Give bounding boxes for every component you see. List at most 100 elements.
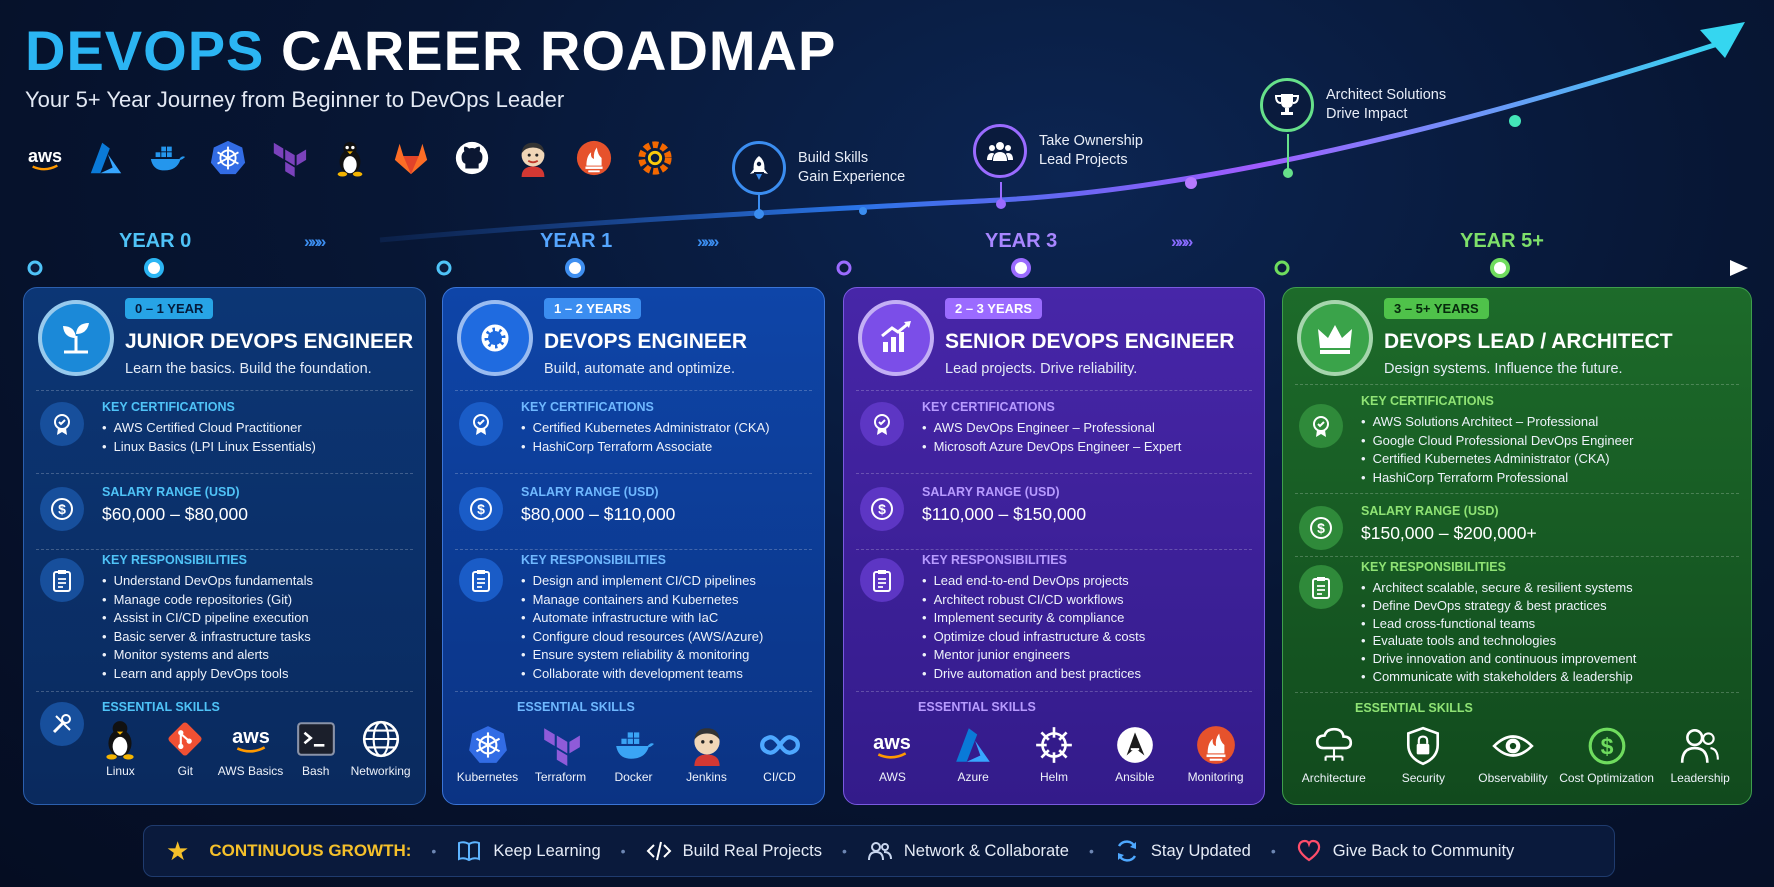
rocket-icon <box>750 156 768 180</box>
skill-architecture: Architecture <box>1290 725 1378 785</box>
code-icon <box>646 841 671 861</box>
salary-value: $150,000 – $200,000+ <box>1361 523 1537 543</box>
cloud-network-icon <box>1315 727 1352 761</box>
timeline-nodes <box>27 258 1510 278</box>
refresh-icon <box>1117 840 1137 862</box>
growth-trajectory <box>25 22 1748 278</box>
dollar-icon: $ <box>40 487 84 531</box>
heart-icon <box>1297 839 1320 862</box>
jenkins-icon <box>693 728 720 766</box>
footer-network: Network & Collaborate <box>867 838 1069 864</box>
docker-icon <box>615 732 654 759</box>
linux-icon <box>330 138 370 178</box>
git-icon <box>168 722 202 756</box>
svg-text:aws: aws <box>28 146 62 166</box>
terraform-icon <box>543 728 580 766</box>
card-devops-engineer: 1 – 2 YEARS DEVOPS ENGINEER Build, autom… <box>442 287 825 805</box>
azure-icon <box>86 138 126 178</box>
year-label-5: YEAR 5+ <box>1460 230 1544 252</box>
svg-text:aws: aws <box>232 726 270 748</box>
skill-docker: Docker <box>597 724 670 784</box>
helm-icon <box>1036 727 1072 763</box>
experience-badge: 1 – 2 YEARS <box>544 298 642 319</box>
certificate-icon <box>1299 404 1343 448</box>
page-subtitle: Your 5+ Year Journey from Beginner to De… <box>25 87 565 112</box>
people-icon <box>1681 728 1720 763</box>
kubernetes-icon <box>468 726 507 763</box>
card-title: DEVOPS LEAD / ARCHITECT <box>1384 330 1673 353</box>
svg-text:$: $ <box>477 501 485 517</box>
certificate-icon <box>459 402 503 446</box>
certificate-icon <box>860 402 904 446</box>
crown-icon <box>1297 300 1373 376</box>
salary-value: $60,000 – $80,000 <box>102 504 248 524</box>
svg-text:$: $ <box>878 501 886 517</box>
docker-icon <box>147 138 187 178</box>
skill-security: Security <box>1379 725 1467 785</box>
infinity-icon <box>759 735 800 755</box>
clipboard-icon <box>40 558 84 602</box>
chevrons-2: »»» <box>697 232 719 251</box>
gitlab-icon <box>391 138 431 178</box>
aws-icon: aws <box>874 732 912 759</box>
card-tagline: Learn the basics. Build the foundation. <box>125 361 372 377</box>
skill-jenkins: Jenkins <box>670 724 743 784</box>
shield-lock-icon <box>1407 726 1440 766</box>
prometheus-icon <box>574 138 614 178</box>
skill-ansible: Ansible <box>1098 724 1172 784</box>
svg-text:$: $ <box>1600 733 1613 759</box>
skill-monitoring: Monitoring <box>1179 724 1253 784</box>
prometheus-icon <box>1196 726 1235 764</box>
jenkins-icon <box>513 138 553 178</box>
skill-linux: Linux <box>88 718 153 778</box>
skill-helm: Helm <box>1017 724 1091 784</box>
trophy-icon <box>1274 94 1300 115</box>
terraform-icon <box>269 138 309 178</box>
svg-text:aws: aws <box>874 732 912 754</box>
skill-cost-optimization: $Cost Optimization <box>1559 725 1655 785</box>
continuous-growth-bar: ★ CONTINUOUS GROWTH: • Keep Learning • B… <box>143 825 1615 877</box>
ansible-icon <box>1116 727 1153 763</box>
skill-azure: Azure <box>936 724 1010 784</box>
certificate-icon <box>40 402 84 446</box>
book-icon <box>458 841 481 862</box>
skill-kubernetes: Kubernetes <box>451 724 524 784</box>
skills-section: ESSENTIAL SKILLS Architecture Security O… <box>1289 701 1745 801</box>
salary-value: $110,000 – $150,000 <box>922 504 1087 524</box>
star-icon: ★ <box>166 835 190 866</box>
clipboard-icon <box>1299 565 1343 609</box>
tool-logos: aws <box>25 138 675 178</box>
card-devops-lead: 3 – 5+ YEARS DEVOPS LEAD / ARCHITECT Des… <box>1282 287 1752 805</box>
experience-badge: 0 – 1 YEAR <box>125 298 214 319</box>
skill-networking: Networking <box>348 718 413 778</box>
team-icon <box>987 142 1013 161</box>
card-senior-devops: 2 – 3 YEARS SENIOR DEVOPS ENGINEER Lead … <box>843 287 1265 805</box>
clipboard-icon <box>459 558 503 602</box>
salary-value: $80,000 – $110,000 <box>521 504 676 524</box>
growth-chart-icon <box>858 300 934 376</box>
footer-build-projects: Build Real Projects <box>646 838 822 864</box>
year-label-3: YEAR 3 <box>985 230 1058 252</box>
linux-icon <box>106 721 135 760</box>
svg-text:$: $ <box>58 501 66 517</box>
grafana-icon <box>635 138 675 178</box>
card-title: SENIOR DEVOPS ENGINEER <box>945 330 1235 353</box>
eye-icon <box>1492 735 1534 757</box>
azure-icon <box>956 728 990 762</box>
globe-icon <box>362 720 399 758</box>
skill-leadership: Leadership <box>1656 725 1744 785</box>
year-label-0: YEAR 0 <box>119 230 192 252</box>
dollar-icon: $ <box>459 487 503 531</box>
aws-icon: aws <box>25 138 65 178</box>
skill-git: Git <box>153 718 218 778</box>
footer-keep-learning: Keep Learning <box>456 838 601 864</box>
dollar-icon: $ <box>1299 506 1343 550</box>
page-title: DEVOPS CAREER ROADMAP <box>25 19 837 82</box>
